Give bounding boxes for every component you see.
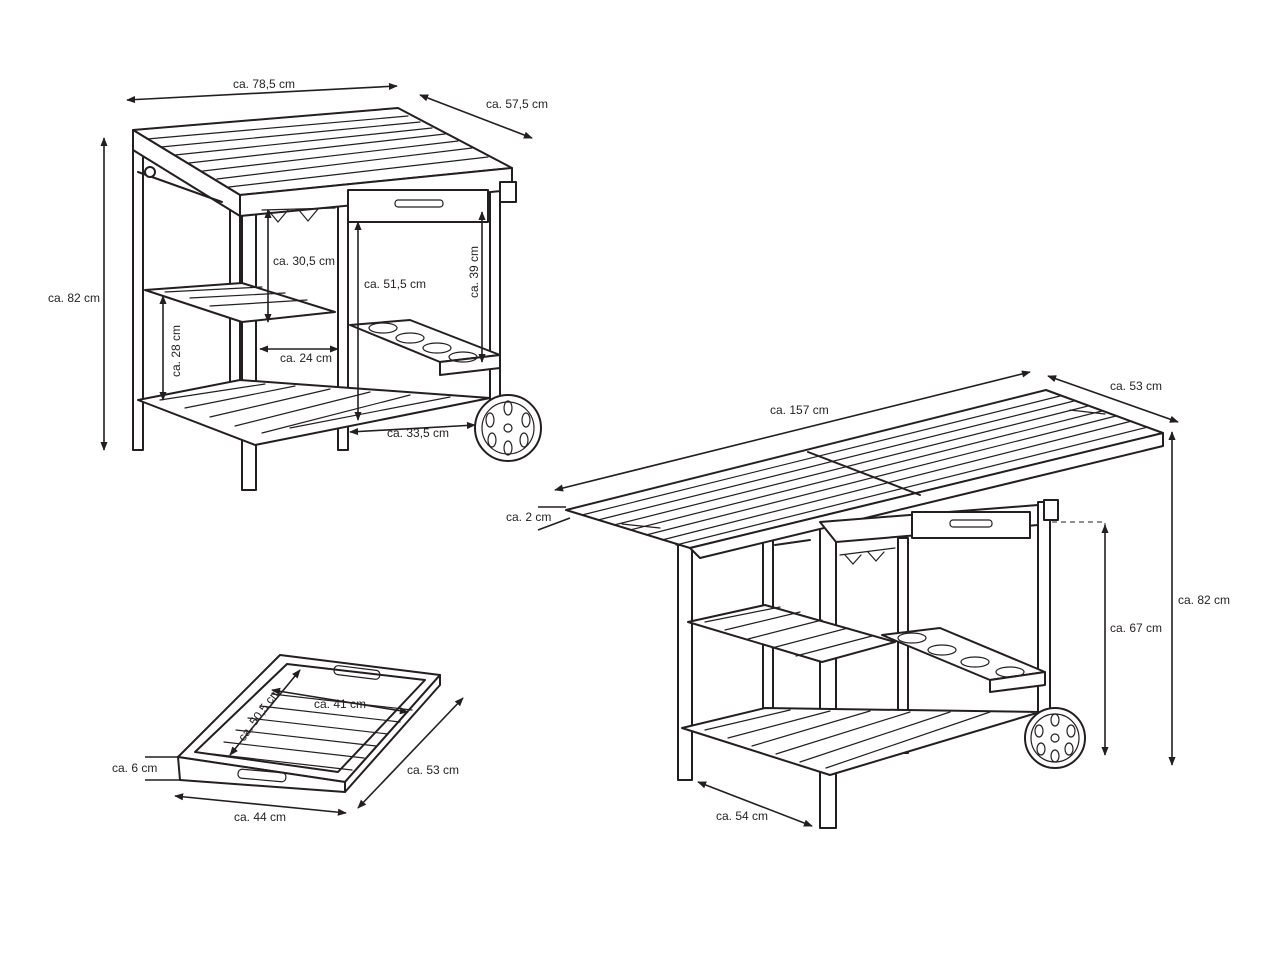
cart-handle-knob <box>144 166 156 178</box>
label-tray-height: ca. 6 cm <box>112 761 157 775</box>
dim-line-tray-outer-length <box>357 697 464 809</box>
dim-helper-line <box>1052 521 1106 530</box>
cart-top-side <box>132 129 241 217</box>
dim-line-tray-inner-length <box>229 669 301 756</box>
table-middle-shelf <box>687 604 896 663</box>
table-drawer <box>911 511 1031 539</box>
cart-middle-shelf <box>144 282 336 323</box>
label-inner-height: ca. 67 cm <box>1110 621 1162 635</box>
bottle-holder <box>349 319 501 363</box>
label-top-thickness: ca. 2 cm <box>506 510 551 524</box>
table-bottle-opener <box>1043 499 1059 521</box>
label-tray-inner-width: ca. 41 cm <box>314 697 366 711</box>
extended-cart-figure: ca. 157 cm ca. 53 cm ca. 2 cm ca. 82 cm … <box>506 370 1230 829</box>
dim-line-base-depth <box>697 781 813 827</box>
label-shelf-depth: ca. 24 cm <box>280 351 332 365</box>
table-handle-bar <box>774 539 811 546</box>
cart-leg-front-left <box>241 194 257 491</box>
dim-line-depth <box>419 94 533 139</box>
dim-line-top-thickness-lower <box>537 517 571 531</box>
label-width: ca. 78,5 cm <box>233 77 295 91</box>
dim-line-table-width <box>554 370 1031 492</box>
table-hinge-left <box>621 523 661 529</box>
cart-bottom-shelf <box>137 379 491 446</box>
label-table-depth: ca. 53 cm <box>1110 379 1162 393</box>
tray-handle-back <box>333 665 381 680</box>
label-holder-width: ca. 33,5 cm <box>387 426 449 440</box>
table-wheel <box>1024 707 1086 769</box>
table-bottle-holder-front <box>989 671 1046 693</box>
label-holder-height: ca. 39 cm <box>467 246 481 298</box>
tray-figure: ca. 50,5 cm ca. 41 cm ca. 6 cm ca. 44 cm… <box>112 654 464 824</box>
dim-line-table-depth <box>1047 375 1179 423</box>
bottle-opener <box>499 181 517 203</box>
label-tray-outer-length: ca. 53 cm <box>407 763 459 777</box>
closed-cart-figure: ca. 78,5 cm ca. 57,5 cm ca. 82 cm ca. 30… <box>48 77 548 491</box>
table-glass-rack <box>839 547 896 565</box>
table-bottom-slats <box>704 709 991 769</box>
cart-drawer-handle <box>394 199 444 208</box>
dim-line-tray-outer-width <box>174 793 347 816</box>
tray-handle-front <box>237 768 287 783</box>
label-base-depth: ca. 54 cm <box>716 809 768 823</box>
label-height: ca. 82 cm <box>48 291 100 305</box>
label-table-height: ca. 82 cm <box>1178 593 1230 607</box>
label-table-width: ca. 157 cm <box>770 403 829 417</box>
cart-wheel <box>474 394 542 462</box>
label-rack-height: ca. 30,5 cm <box>273 254 335 268</box>
table-leg-left <box>677 544 693 781</box>
table-drawer-handle <box>949 519 993 528</box>
dim-line-holder-width <box>349 421 476 436</box>
table-leg-front <box>819 524 837 829</box>
cart-top-slats <box>146 115 489 188</box>
glass-rack <box>261 207 336 223</box>
label-depth: ca. 57,5 cm <box>486 97 548 111</box>
cart-bottom-slats <box>159 383 451 434</box>
cart-drawer <box>347 189 489 223</box>
label-cabinet-height: ca. 51,5 cm <box>364 277 426 291</box>
label-shelf-height: ca. 28 cm <box>169 325 183 377</box>
cart-leg-back-left <box>132 137 144 451</box>
label-tray-outer-width: ca. 44 cm <box>234 810 286 824</box>
dim-line-width <box>126 82 398 104</box>
